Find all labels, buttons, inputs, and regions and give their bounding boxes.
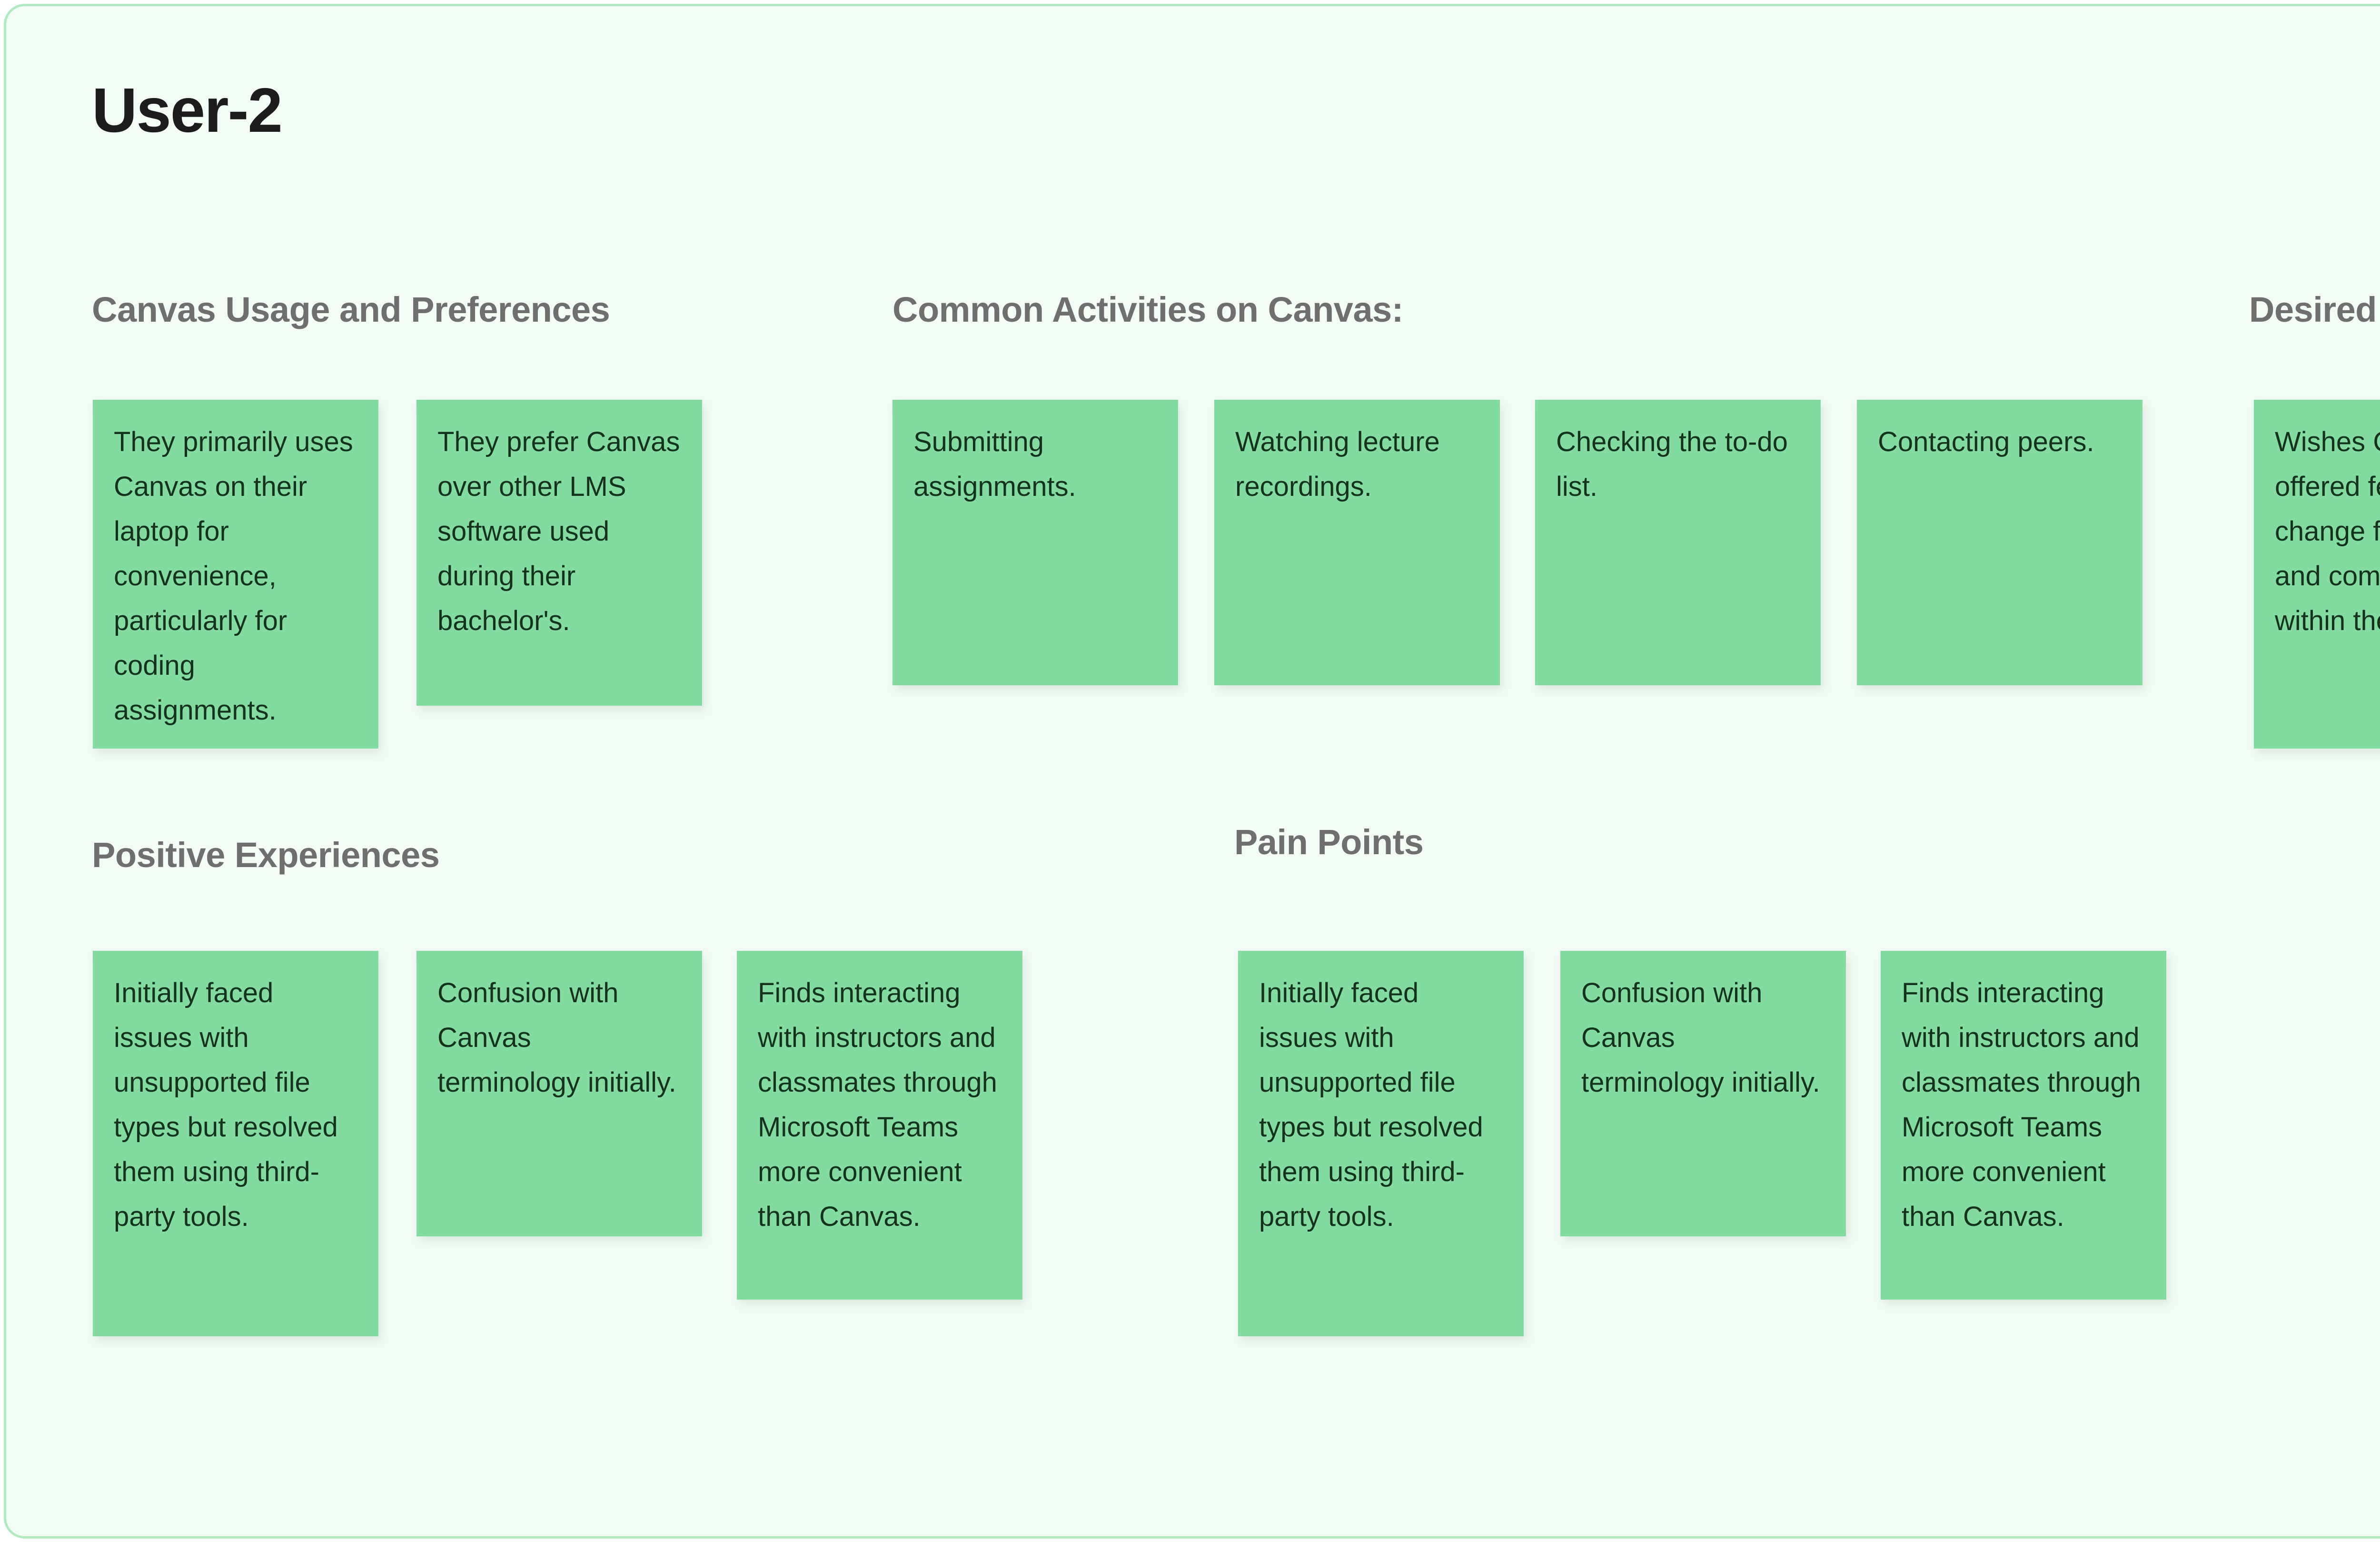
sticky-note[interactable]: Confusion with Canvas terminology initia…: [416, 951, 702, 1236]
sticky-note[interactable]: Watching lecture recordings.: [1214, 400, 1500, 685]
section-title-positive-experiences: Positive Experiences: [92, 835, 440, 875]
section-title-desired-features: Desired Features: [2249, 290, 2380, 329]
sticky-note[interactable]: They primarily uses Canvas on their lapt…: [93, 400, 378, 749]
page-title: User-2: [92, 75, 283, 145]
sticky-note[interactable]: Finds interacting with instructors and c…: [1881, 951, 2166, 1300]
sticky-note[interactable]: Wishes Canvas offered features to change…: [2254, 400, 2380, 749]
section-title-canvas-usage-and-preferences: Canvas Usage and Preferences: [92, 290, 610, 329]
section-title-pain-points: Pain Points: [1234, 822, 1424, 862]
sticky-note[interactable]: Submitting assignments.: [892, 400, 1178, 685]
section-title-common-activities-on-canvas: Common Activities on Canvas:: [892, 290, 1403, 329]
sticky-note[interactable]: Initially faced issues with unsupported …: [93, 951, 378, 1336]
sticky-note[interactable]: Initially faced issues with unsupported …: [1238, 951, 1524, 1336]
research-board-canvas: User-2 Canvas Usage and Preferences They…: [4, 4, 2380, 1539]
sticky-note[interactable]: Checking the to-do list.: [1535, 400, 1821, 685]
sticky-note[interactable]: Finds interacting with instructors and c…: [737, 951, 1022, 1300]
sticky-note[interactable]: Contacting peers.: [1857, 400, 2142, 685]
sticky-note[interactable]: They prefer Canvas over other LMS softwa…: [416, 400, 702, 706]
sticky-note[interactable]: Confusion with Canvas terminology initia…: [1560, 951, 1846, 1236]
